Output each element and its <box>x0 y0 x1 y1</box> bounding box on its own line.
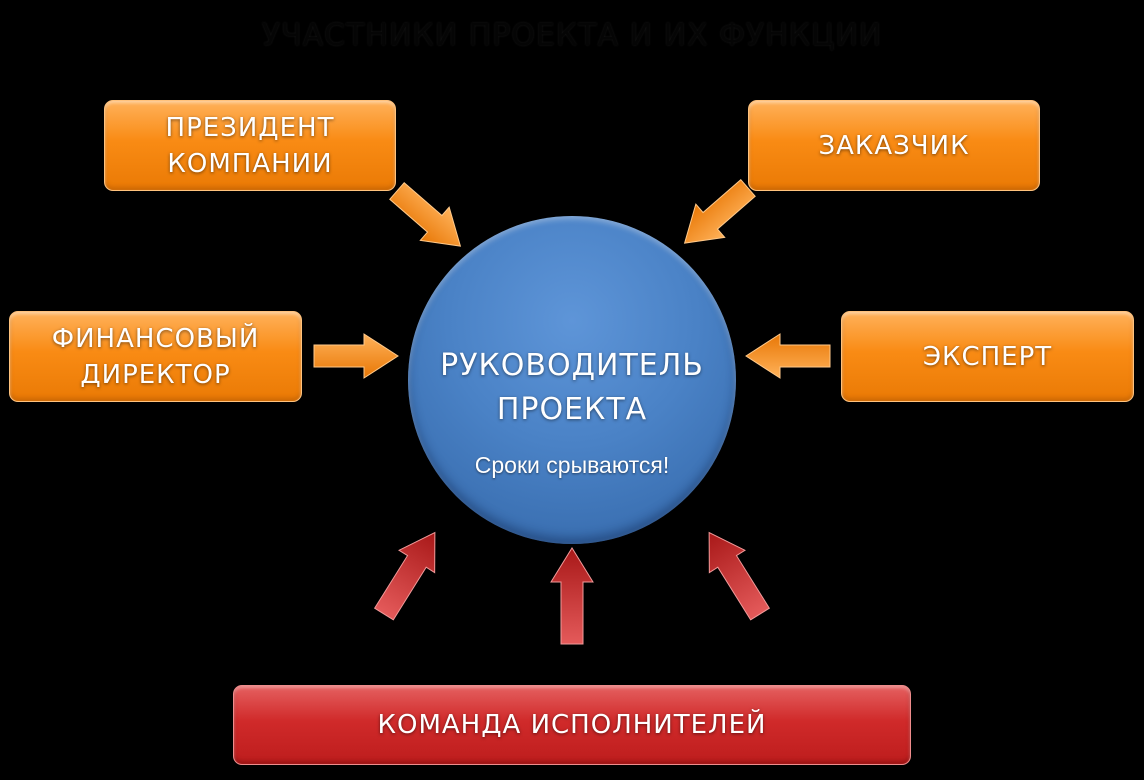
arrow-expert <box>745 333 831 379</box>
project-manager-circle: РУКОВОДИТЕЛЬ ПРОЕКТА Сроки срываются! <box>408 216 736 544</box>
box-customer: ЗАКАЗЧИК <box>748 100 1040 191</box>
box-expert: ЭКСПЕРТ <box>841 311 1134 402</box>
arrow-team-right <box>708 531 771 621</box>
arrow-cfo <box>313 333 399 379</box>
arrow-team-center <box>550 547 594 645</box>
box-cfo: ФИНАНСОВЫЙ ДИРЕКТОР <box>9 311 302 402</box>
customer-label: ЗАКАЗЧИК <box>818 130 970 161</box>
center-line-2: ПРОЕКТА <box>496 392 648 427</box>
president-line-1: ПРЕЗИДЕНТ <box>165 112 335 143</box>
president-line-2: КОМПАНИИ <box>167 148 333 179</box>
diagram-title: УЧАСТНИКИ ПРОЕКТА И ИХ ФУНКЦИИ <box>261 18 883 53</box>
expert-label: ЭКСПЕРТ <box>922 341 1053 372</box>
center-line-1: РУКОВОДИТЕЛЬ <box>440 348 704 383</box>
box-president: ПРЕЗИДЕНТ КОМПАНИИ <box>104 100 396 191</box>
box-team: КОМАНДА ИСПОЛНИТЕЛЕЙ <box>233 685 911 765</box>
arrow-president <box>389 181 462 247</box>
cfo-line-2: ДИРЕКТОР <box>80 359 231 390</box>
center-note: Сроки срываются! <box>474 452 670 478</box>
arrow-team-left <box>373 531 436 621</box>
arrow-customer <box>683 178 756 244</box>
team-label: КОМАНДА ИСПОЛНИТЕЛЕЙ <box>377 710 767 740</box>
cfo-line-1: ФИНАНСОВЫЙ <box>51 323 260 354</box>
